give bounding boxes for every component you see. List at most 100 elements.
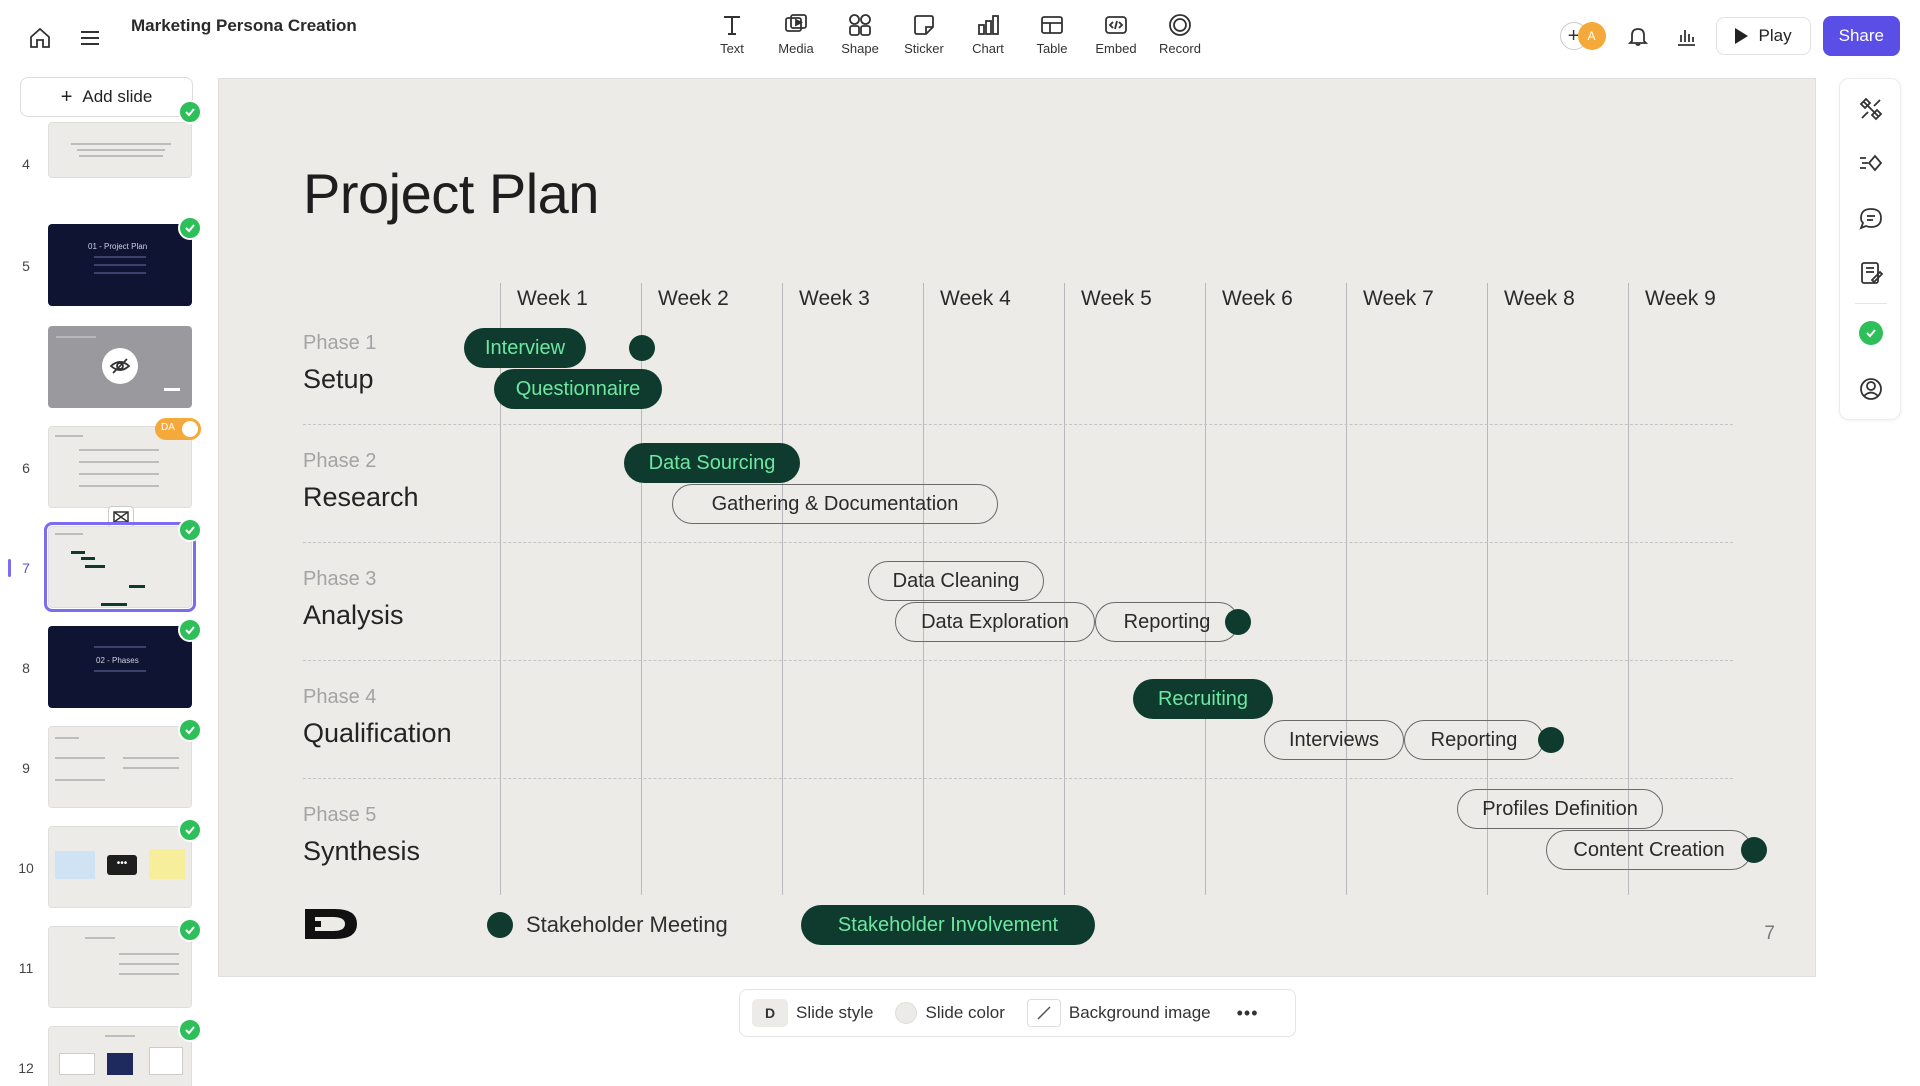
task-data-cleaning[interactable]: Data Cleaning <box>868 561 1044 601</box>
slide-thumbnail-9[interactable] <box>48 726 192 808</box>
phase-name: Research <box>303 482 419 512</box>
embed-tool-button[interactable]: Embed <box>1084 12 1148 56</box>
slide-thumbnail-10[interactable]: ••• <box>48 826 192 908</box>
week-label: Week 8 <box>1504 287 1575 310</box>
share-button[interactable]: Share <box>1822 16 1900 56</box>
status-check-icon[interactable] <box>1855 317 1887 349</box>
slide-thumbnail-4[interactable] <box>48 122 192 178</box>
slide-number: 12 <box>18 1060 34 1076</box>
task-data-sourcing[interactable]: Data Sourcing <box>624 443 800 483</box>
background-image-button[interactable]: Background image <box>1026 999 1211 1027</box>
week-label: Week 4 <box>940 287 1011 310</box>
slide-thumbnail-5[interactable]: 01 - Project Plan <box>48 224 192 306</box>
slide-checked-icon <box>178 216 202 240</box>
slide-number: 4 <box>22 156 30 172</box>
week-divider <box>641 283 642 895</box>
task-profiles-definition[interactable]: Profiles Definition <box>1457 789 1663 829</box>
hidden-eye-icon <box>102 348 138 384</box>
slide-thumbnail-text: 02 - Phases <box>96 656 139 665</box>
collaborator-badge: DA <box>155 418 201 440</box>
comments-icon[interactable] <box>1855 203 1887 235</box>
week-divider <box>923 283 924 895</box>
slide-color-button[interactable]: Slide color <box>895 1002 1005 1024</box>
slide-style-label: Slide style <box>796 1003 874 1022</box>
slide-style-badge: D <box>752 999 788 1027</box>
slide-style-button[interactable]: D Slide style <box>752 999 873 1027</box>
slide-number: 8 <box>22 660 30 676</box>
task-recruiting[interactable]: Recruiting <box>1133 679 1273 719</box>
record-tool-label: Record <box>1159 41 1201 56</box>
insert-toolbar: Text Media Shape Sticker Chart Table <box>700 12 1212 56</box>
legend-stakeholder-meeting: Stakeholder Meeting <box>526 912 728 937</box>
phase-name: Qualification <box>303 718 452 748</box>
slide-checked-icon <box>178 618 202 642</box>
phase-name: Setup <box>303 364 374 394</box>
slide-checked-icon <box>178 100 202 124</box>
more-options-icon[interactable]: ••• <box>1236 1002 1259 1023</box>
stakeholder-meeting-marker[interactable] <box>1225 609 1251 635</box>
background-image-icon <box>1026 999 1061 1027</box>
add-slide-button[interactable]: + Add slide <box>20 77 193 117</box>
week-label: Week 2 <box>658 287 729 310</box>
stakeholder-meeting-marker[interactable] <box>629 335 655 361</box>
week-label: Week 7 <box>1363 287 1434 310</box>
slide-color-label: Slide color <box>925 1003 1005 1022</box>
task-reporting-qualification[interactable]: Reporting <box>1404 720 1544 760</box>
record-icon <box>1169 14 1191 36</box>
phase-label: Phase 2 <box>303 450 377 472</box>
task-reporting-analysis[interactable]: Reporting <box>1095 602 1239 642</box>
week-divider <box>1628 283 1629 895</box>
phase-label: Phase 1 <box>303 332 377 354</box>
media-tool-button[interactable]: Media <box>764 12 828 56</box>
shape-icon <box>849 14 871 36</box>
stakeholder-meeting-marker[interactable] <box>1538 727 1564 753</box>
design-tools-icon[interactable] <box>1855 93 1887 125</box>
slide-title[interactable]: Project Plan <box>303 162 599 225</box>
animations-icon[interactable] <box>1855 147 1887 179</box>
sticker-tool-button[interactable]: Sticker <box>892 12 956 56</box>
phase-name: Synthesis <box>303 836 421 866</box>
task-interviews[interactable]: Interviews <box>1264 720 1404 760</box>
menu-icon[interactable] <box>72 20 108 56</box>
shape-tool-button[interactable]: Shape <box>828 12 892 56</box>
slide-checked-icon <box>178 518 202 542</box>
slide-number: 9 <box>22 760 30 776</box>
slide-thumbnail-text: 01 - Project Plan <box>88 242 148 251</box>
slide-canvas[interactable]: Project Plan Week 1 Week 2 Week 3 Week 4… <box>218 78 1816 977</box>
document-title[interactable]: Marketing Persona Creation <box>131 16 357 35</box>
table-tool-button[interactable]: Table <box>1020 12 1084 56</box>
task-gathering-documentation[interactable]: Gathering & Documentation <box>672 484 998 524</box>
notes-icon[interactable] <box>1855 257 1887 289</box>
home-icon[interactable] <box>22 20 58 56</box>
bell-icon[interactable] <box>1620 18 1656 54</box>
profile-icon[interactable] <box>1855 373 1887 405</box>
play-button[interactable]: Play <box>1715 17 1811 55</box>
slide-checked-icon <box>178 1018 202 1042</box>
slide-thumbnail-7[interactable] <box>44 522 196 612</box>
background-image-label: Background image <box>1068 1003 1211 1022</box>
task-data-exploration[interactable]: Data Exploration <box>895 602 1095 642</box>
stakeholder-meeting-marker[interactable] <box>1741 837 1767 863</box>
slide-thumbnail-hidden[interactable] <box>48 326 192 408</box>
slide-checked-icon <box>178 718 202 742</box>
slide-thumbnail-12[interactable] <box>48 1026 192 1086</box>
text-tool-button[interactable]: Text <box>700 12 764 56</box>
task-questionnaire[interactable]: Questionnaire <box>494 369 662 409</box>
slide-thumbnail-11[interactable] <box>48 926 192 1008</box>
embed-tool-label: Embed <box>1095 41 1137 56</box>
week-label: Week 6 <box>1222 287 1293 310</box>
chart-tool-button[interactable]: Chart <box>956 12 1020 56</box>
task-content-creation[interactable]: Content Creation <box>1546 830 1752 870</box>
color-swatch-icon <box>895 1002 918 1024</box>
avatar[interactable]: A <box>1577 22 1606 50</box>
analytics-icon[interactable] <box>1668 18 1704 54</box>
collaborator-initials: DA <box>161 422 175 433</box>
slide-thumbnail-8[interactable]: 02 - Phases <box>48 626 192 708</box>
task-interview[interactable]: Interview <box>464 328 586 368</box>
header-actions: + A Play Share <box>1558 16 1900 56</box>
invite-collaborators[interactable]: + A <box>1558 19 1608 53</box>
slide-page-number: 7 <box>1764 923 1775 944</box>
text-icon <box>724 16 740 35</box>
record-tool-button[interactable]: Record <box>1148 12 1212 56</box>
transition-icon[interactable] <box>108 506 134 528</box>
